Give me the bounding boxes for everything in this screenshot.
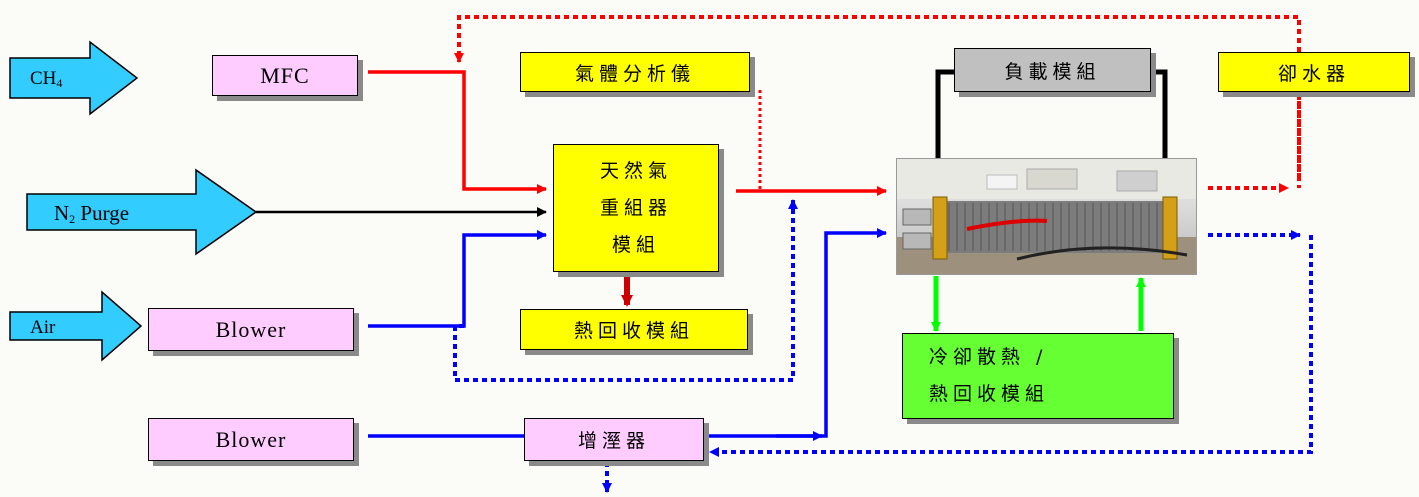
n2-purge-label: N2 Purge [54, 201, 129, 227]
blower-top-label: Blower [216, 317, 287, 343]
humidifier-label: 增溼器 [578, 426, 650, 453]
heat-recovery-label: 熱回收模組 [574, 316, 694, 343]
air-label: Air [30, 317, 55, 339]
mfc-block: MFC [212, 55, 358, 96]
water-trap-label: 卻水器 [1278, 59, 1350, 86]
ch4-label: CH4 [30, 68, 62, 91]
load-module-label: 負載模組 [1004, 57, 1100, 84]
load-module-block: 負載模組 [954, 48, 1151, 92]
blower-block-bottom: Blower [148, 418, 354, 461]
cooling-heat-recovery-block: 冷卻散熱 / 熱回收模組 [902, 333, 1174, 419]
cooling-line-1: 冷卻散熱 / [929, 339, 1047, 376]
blower-block-top: Blower [148, 308, 354, 351]
fuel-cell-stack-photo [896, 158, 1197, 275]
air-label-text: Air [30, 317, 55, 338]
cooling-line-2: 熱回收模組 [929, 376, 1049, 413]
mfc-label: MFC [260, 63, 309, 89]
n2-label-purge: Purge [75, 201, 129, 225]
ch4-label-text: CH [30, 68, 56, 89]
humidifier-block: 增溼器 [524, 418, 704, 461]
gas-analyzer-block: 氣體分析儀 [520, 52, 750, 92]
n2-label-text: N [54, 201, 69, 225]
water-trap-block: 卻水器 [1218, 52, 1410, 92]
ch4-label-sub: 4 [56, 76, 62, 90]
gas-analyzer-label: 氣體分析儀 [575, 59, 695, 86]
fuel-cell-stack-illustration [897, 159, 1197, 275]
heat-recovery-block: 熱回收模組 [520, 309, 748, 350]
blower-bottom-label: Blower [216, 427, 287, 453]
reformer-line-2: 重組器 [600, 190, 672, 227]
reformer-line-1: 天然氣 [600, 153, 672, 190]
reformer-line-3: 模組 [612, 227, 660, 264]
reformer-block: 天然氣 重組器 模組 [553, 144, 719, 272]
